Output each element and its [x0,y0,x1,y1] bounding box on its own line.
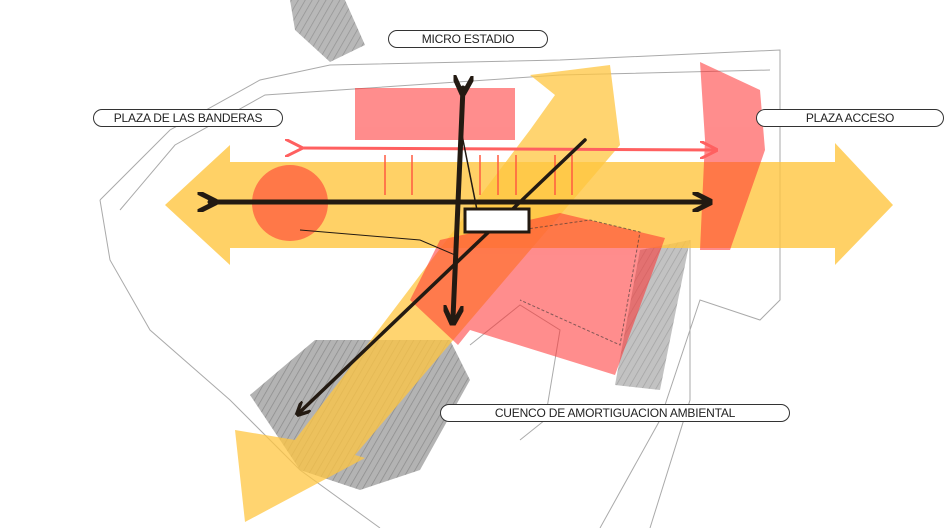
label-micro-estadio: MICRO ESTADIO [388,30,548,48]
red-zones [252,62,765,375]
label-plaza-banderas: PLAZA DE LAS BANDERAS [93,109,283,127]
label-cuenco: CUENCO DE AMORTIGUACION AMBIENTAL [440,404,790,422]
black-axes [210,88,705,412]
central-building [463,207,531,234]
label-plaza-acceso: PLAZA ACCESO [756,109,944,127]
pink-axis-arrow [300,148,715,150]
vertical-connector-arrows [384,155,573,195]
